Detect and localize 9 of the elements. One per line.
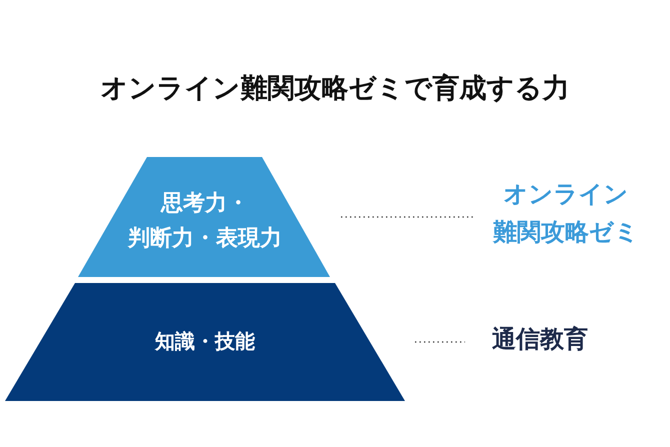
label-text: 知識・技能 bbox=[154, 328, 256, 355]
label-text: 通信教育 bbox=[491, 324, 589, 355]
pyramid-tier bbox=[75, 157, 333, 277]
dotted-connector bbox=[341, 216, 475, 218]
label-text: オンライン難関攻略ゼミ bbox=[492, 179, 640, 248]
diagram-title: オンライン難関攻略ゼミで育成する力 bbox=[100, 72, 570, 106]
dotted-connector bbox=[415, 341, 465, 343]
label-text: 思考力・判断力・表現力 bbox=[126, 190, 283, 254]
pyramid-tier bbox=[5, 283, 405, 401]
